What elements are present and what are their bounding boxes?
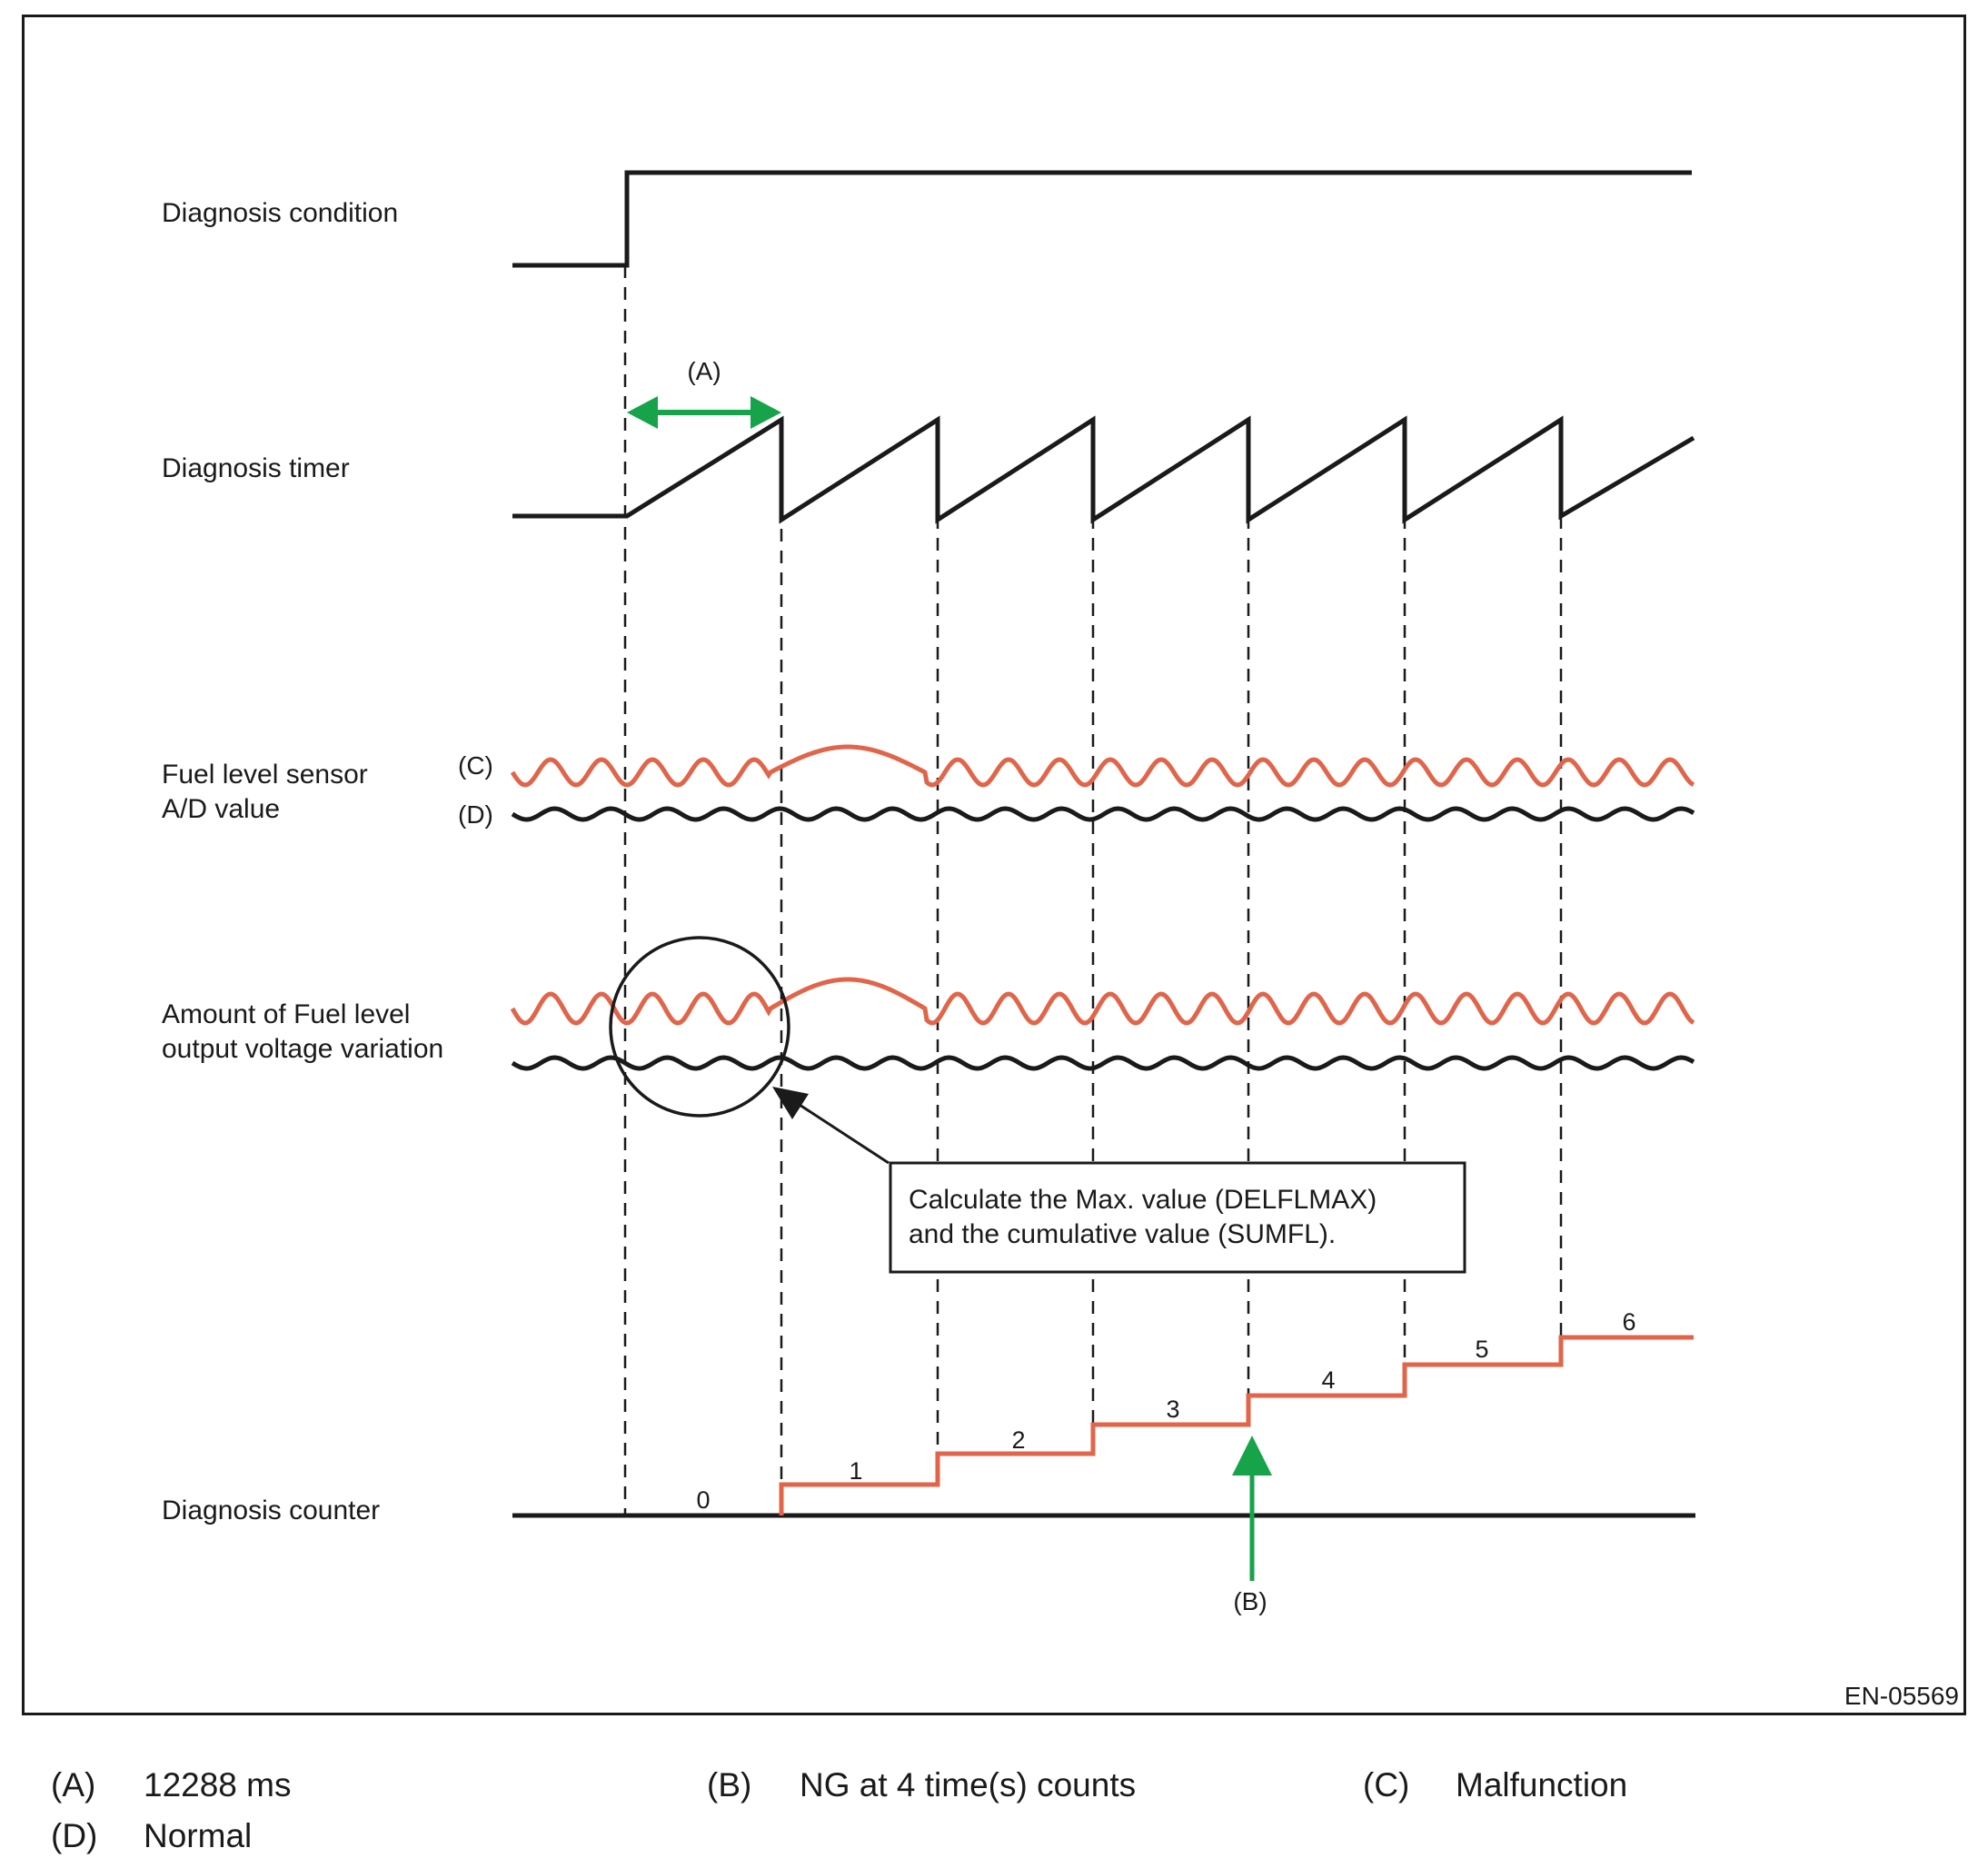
period-arrow xyxy=(627,396,781,429)
callout-line-1: Calculate the Max. value (DELFLMAX) xyxy=(909,1185,1377,1215)
variation-normal-wave xyxy=(511,1055,1695,1071)
legend-key-c: (C) xyxy=(1363,1766,1410,1803)
figure-id: EN-05569 xyxy=(1844,1682,1959,1710)
label-variation-1: Amount of Fuel level xyxy=(162,999,410,1029)
marker-a-label: (A) xyxy=(687,357,721,385)
legend-key-a: (A) xyxy=(51,1766,96,1803)
label-variation-2: output voltage variation xyxy=(162,1034,443,1064)
label-diagnosis-timer: Diagnosis timer xyxy=(162,453,350,483)
callout-arrow xyxy=(772,1087,890,1165)
label-fuel-sensor-2: A/D value xyxy=(162,794,280,824)
legend-text-d: Normal xyxy=(144,1817,253,1854)
legend-text-c: Malfunction xyxy=(1456,1766,1628,1803)
diagnosis-condition-signal xyxy=(512,170,1692,268)
callout-line-2: and the cumulative value (SUMFL). xyxy=(909,1219,1336,1249)
label-diagnosis-condition: Diagnosis condition xyxy=(162,198,398,228)
counter-value: 5 xyxy=(1475,1336,1488,1363)
counter-value: 4 xyxy=(1321,1366,1335,1394)
marker-b-label: (B) xyxy=(1233,1587,1267,1615)
counter-value: 2 xyxy=(1011,1426,1025,1454)
callout-box xyxy=(889,1161,1466,1274)
diagram-frame xyxy=(22,15,1966,1715)
ng-count-arrow xyxy=(1232,1436,1272,1581)
marker-c-label: (C) xyxy=(458,751,493,780)
legend-key-b: (B) xyxy=(707,1766,752,1803)
variation-malfunction-wave xyxy=(510,977,1695,1026)
label-diagnosis-counter: Diagnosis counter xyxy=(162,1495,380,1525)
sensor-normal-wave xyxy=(511,806,1695,822)
counter-value: 0 xyxy=(696,1486,710,1514)
label-fuel-sensor-1: Fuel level sensor xyxy=(162,760,368,790)
sensor-malfunction-wave xyxy=(510,744,1695,788)
counter-value: 3 xyxy=(1166,1396,1179,1423)
marker-d-label: (D) xyxy=(458,800,493,829)
counter-value: 1 xyxy=(849,1457,862,1485)
diagnosis-timer-signal xyxy=(512,415,1695,524)
counter-value: 6 xyxy=(1622,1308,1635,1336)
legend-text-b: NG at 4 time(s) counts xyxy=(800,1766,1137,1803)
highlight-circle xyxy=(609,936,790,1118)
legend-text-a: 12288 ms xyxy=(144,1766,292,1803)
diagnosis-counter-signal xyxy=(779,1335,1694,1515)
timing-diagram: Calculate the Max. value (DELFLMAX) and … xyxy=(162,170,1959,1710)
legend-key-d: (D) xyxy=(51,1817,98,1854)
